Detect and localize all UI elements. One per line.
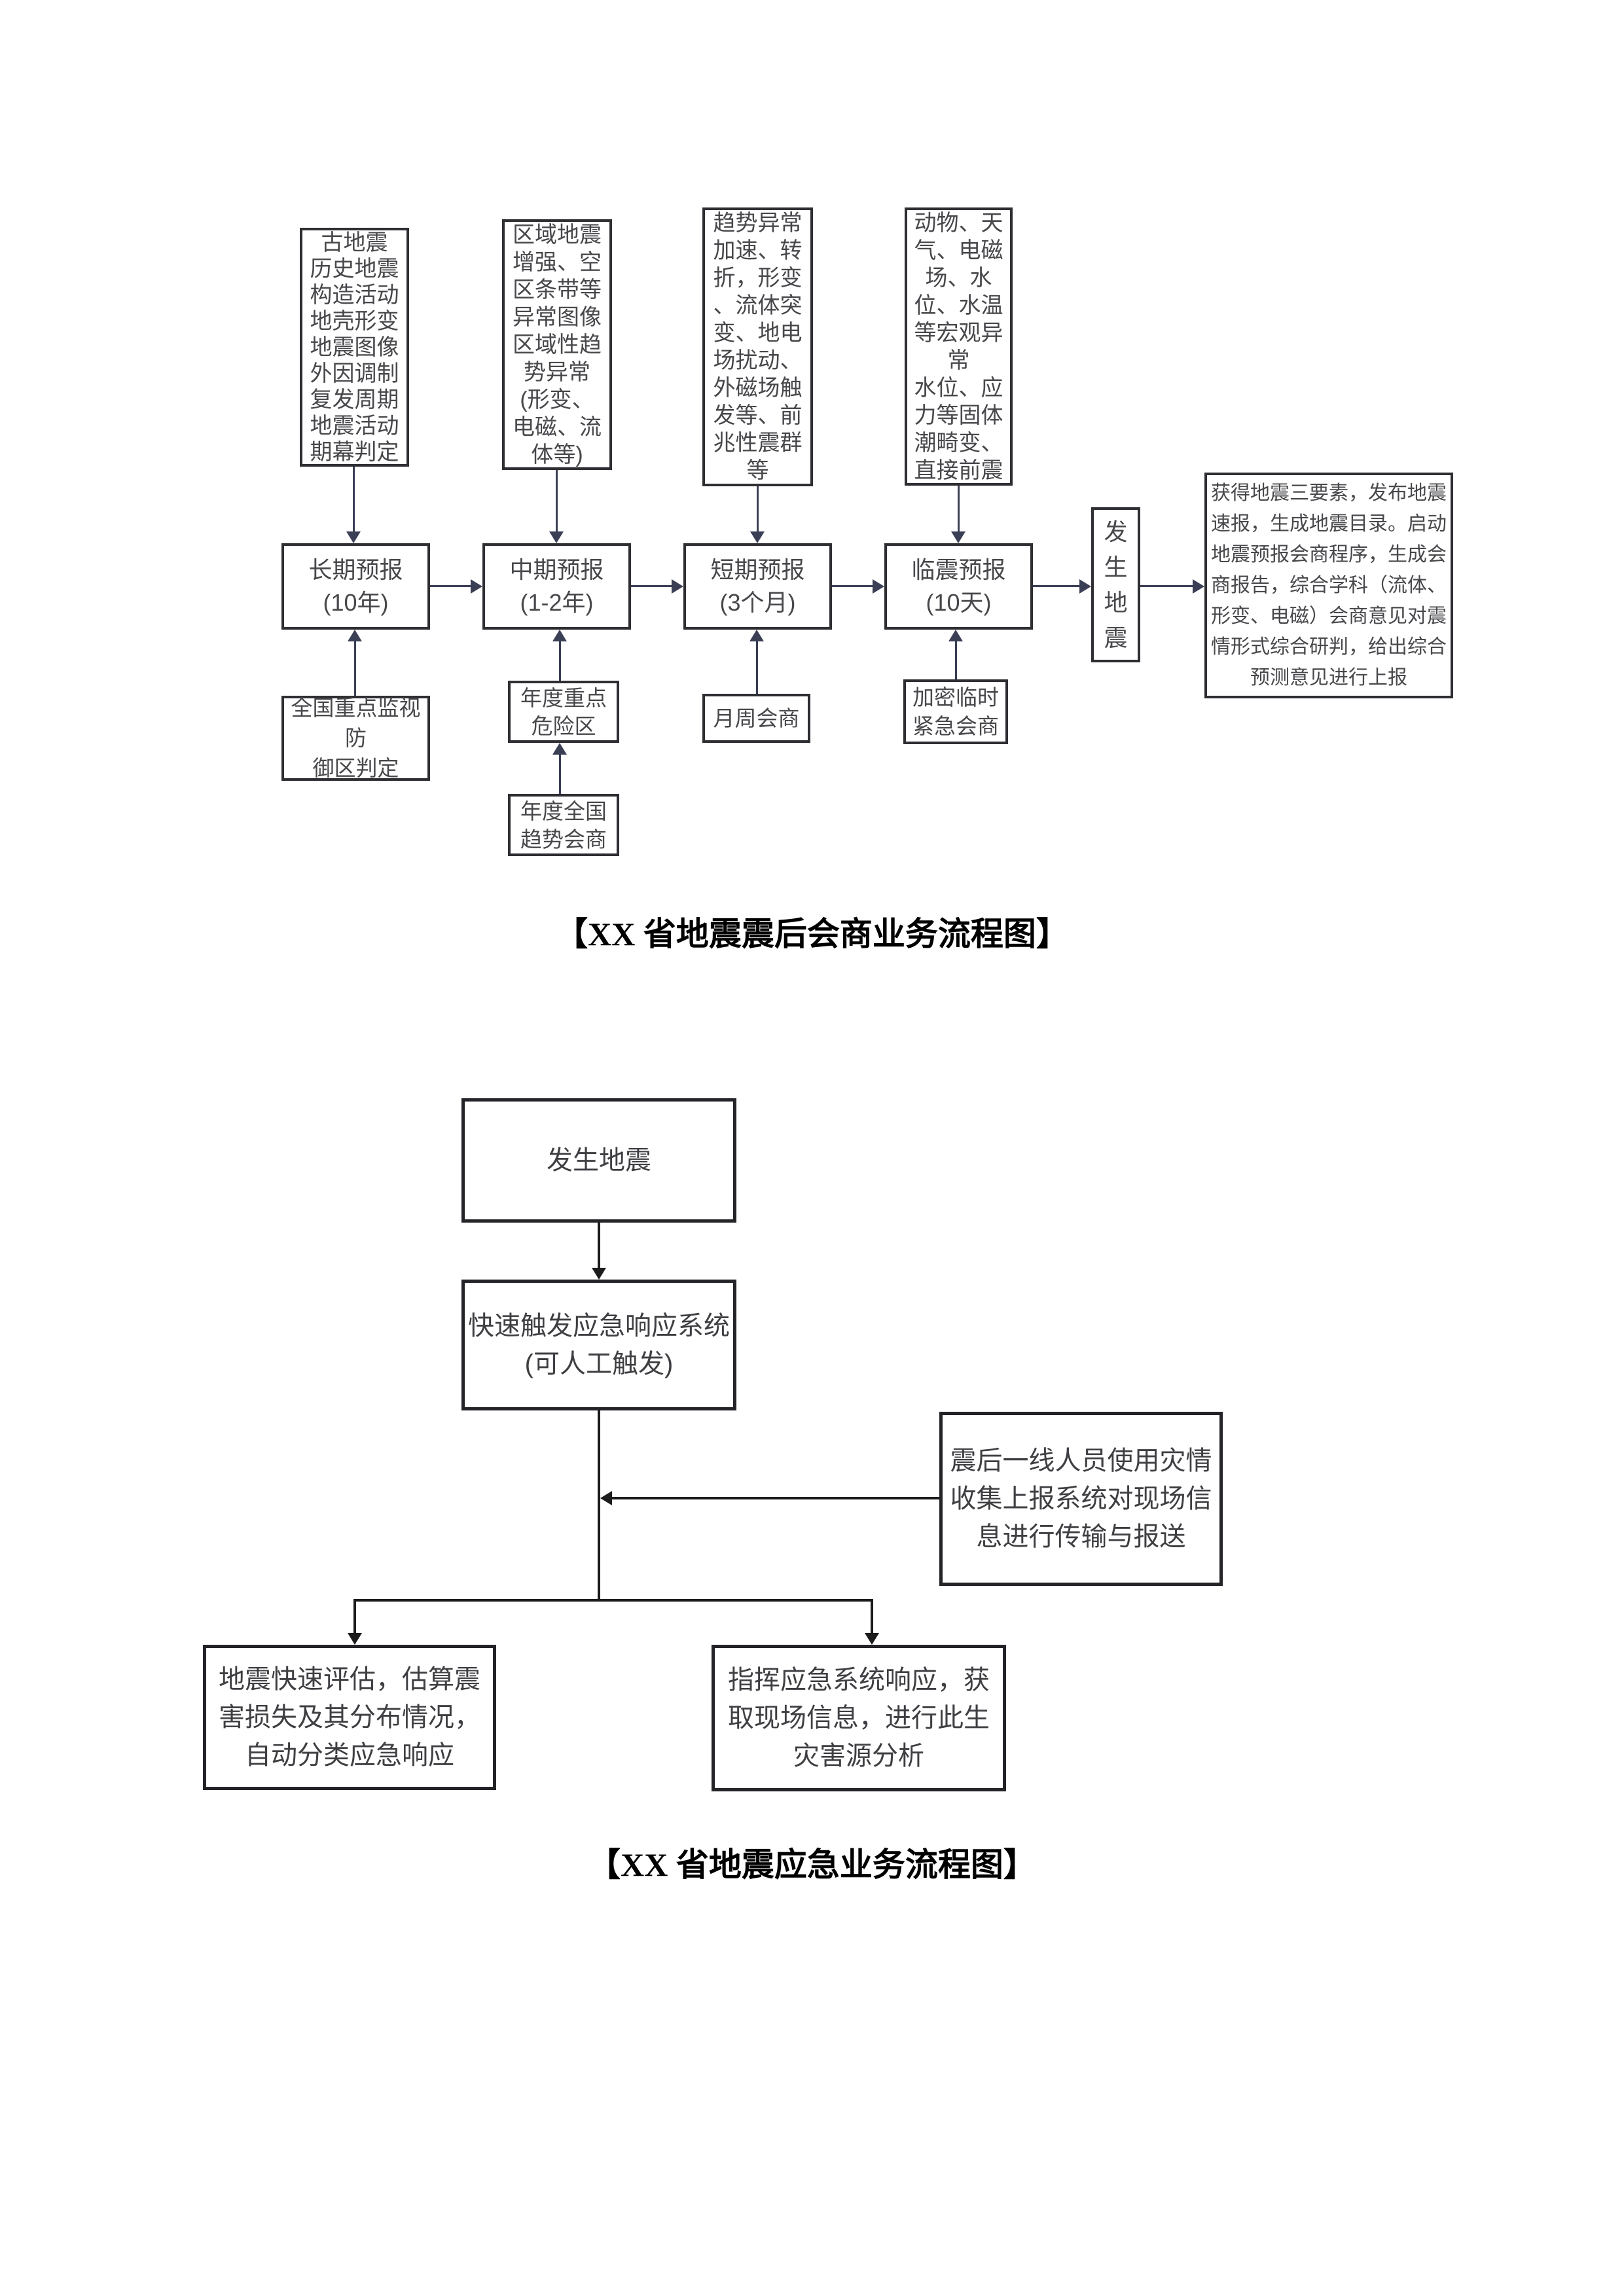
box-intensified-temporary-emergency-consultation: 加密临时 紧急会商 — [903, 679, 1008, 744]
box-annual-national-trend-consultation: 年度全国 趋势会商 — [508, 794, 619, 856]
connector-stage2-3-line — [631, 585, 673, 587]
arrow-down-input2-icon — [549, 531, 564, 543]
connector-right-drop-line — [871, 1599, 873, 1633]
connector-split-line — [353, 1599, 873, 1602]
connector-stage1-2-line — [430, 585, 472, 587]
arrow-down-command-icon — [865, 1633, 879, 1645]
stage-box-mid-term-forecast: 中期预报 (1-2年) — [482, 543, 631, 630]
connector-input4-line — [958, 486, 960, 531]
arrow-down-input3-icon — [750, 531, 765, 543]
connector-trunk-line — [598, 1410, 600, 1602]
arrow-right-stage1-2-icon — [471, 579, 482, 594]
box-annual-key-danger-zone: 年度重点 危险区 — [508, 681, 619, 743]
arrow-up-support4-icon — [948, 630, 963, 641]
arrow-down-quake-trigger-icon — [592, 1268, 606, 1280]
connector-report-feed-line — [612, 1497, 939, 1499]
arrow-right-stage4-quake-icon — [1079, 579, 1091, 594]
connector-left-drop-line — [353, 1599, 356, 1633]
stage-box-long-term-forecast: 长期预报 (10年) — [281, 543, 430, 630]
arrow-right-stage2-3-icon — [672, 579, 683, 594]
stage-box-short-term-forecast: 短期预报 (3个月) — [683, 543, 832, 630]
box-monthly-weekly-consultation: 月周会商 — [702, 694, 810, 743]
connector-input1-line — [353, 467, 355, 531]
connector-quake-result-line — [1140, 585, 1194, 587]
box-command-response: 指挥应急系统响应，获 取现场信息，进行此生 灾害源分析 — [712, 1645, 1006, 1791]
arrow-right-quake-result-icon — [1193, 579, 1204, 594]
connector-annual-trend-line — [559, 754, 561, 794]
arrow-down-assess-icon — [348, 1633, 362, 1645]
connector-input2-line — [556, 470, 558, 531]
input-box-short-term-evidence: 趋势异常 加速、转 折，形变 、流体突 变、地电 场扰动、 外磁场触 发等、前 … — [702, 207, 813, 486]
input-box-long-term-evidence: 古地震 历史地震 构造活动 地壳形变 地震图像 外因调制 复发周期 地震活动 期… — [300, 228, 409, 467]
box-rapid-assessment: 地震快速评估，估算震 害损失及其分布情况， 自动分类应急响应 — [203, 1645, 496, 1790]
caption-flowchart-1: 【XX 省地震震后会商业务流程图】 — [555, 916, 1069, 952]
arrow-down-input1-icon — [346, 531, 361, 543]
arrow-left-report-feed-icon — [600, 1491, 612, 1505]
connector-support1-line — [354, 641, 356, 696]
connector-stage4-quake-line — [1033, 585, 1081, 587]
connector-support3-line — [756, 641, 758, 694]
box-national-key-monitoring-zone: 全国重点监视防 御区判定 — [281, 696, 430, 781]
input-box-imminent-evidence: 动物、天 气、电磁 场、水 位、水温 等宏观异 常 水位、应 力等固体 潮畸变、… — [905, 207, 1013, 486]
connector-input3-line — [757, 486, 759, 531]
connector-stage3-4-line — [832, 585, 874, 587]
box-trigger-emergency-system: 快速触发应急响应系统 (可人工触发) — [461, 1280, 736, 1410]
connector-support2-line — [559, 641, 561, 681]
arrow-up-support2-icon — [552, 630, 567, 641]
connector-support4-line — [955, 641, 957, 679]
arrow-right-stage3-4-icon — [873, 579, 884, 594]
box-earthquake-occurs: 发生地震 — [461, 1098, 736, 1223]
arrow-down-input4-icon — [951, 531, 965, 543]
arrow-up-support3-icon — [749, 630, 764, 641]
caption-flowchart-2: 【XX 省地震应急业务流程图】 — [588, 1846, 1036, 1883]
input-box-mid-term-evidence: 区域地震 增强、空 区条带等 异常图像 区域性趋 势异常 (形变、 电磁、流 体… — [502, 219, 612, 470]
box-field-disaster-report: 震后一线人员使用灾情 收集上报系统对现场信 息进行传输与报送 — [939, 1412, 1223, 1586]
connector-quake-trigger-line — [598, 1223, 600, 1268]
arrow-up-support1-icon — [348, 630, 362, 641]
arrow-up-annual-trend-icon — [552, 743, 567, 755]
box-consultation-result: 获得地震三要素，发布地震 速报，生成地震目录。启动 地震预报会商程序，生成会 商… — [1204, 473, 1453, 698]
box-earthquake-occurs-vertical: 发 生 地 震 — [1091, 507, 1140, 662]
stage-box-imminent-forecast: 临震预报 (10天) — [884, 543, 1033, 630]
